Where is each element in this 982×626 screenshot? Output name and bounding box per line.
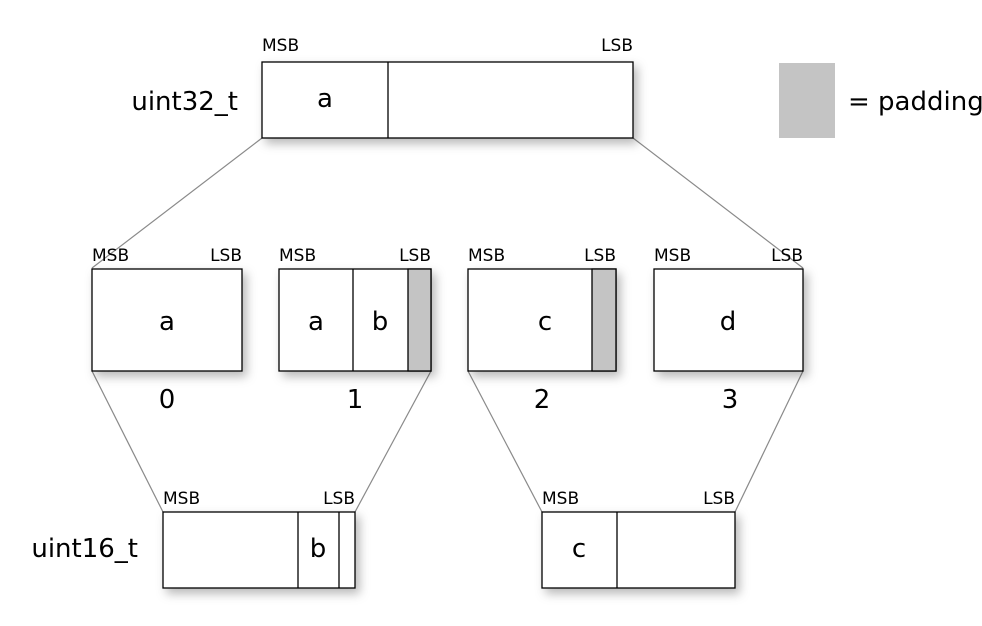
byte-3-index: 3 bbox=[722, 385, 739, 415]
uint16-left: uint16_t MSB LSB b bbox=[31, 489, 356, 589]
uint16-right-msb-label: MSB bbox=[542, 489, 579, 509]
connector-lines bbox=[91, 137, 804, 513]
uint16-left-field-b: b bbox=[310, 534, 327, 564]
byte-1-padding bbox=[407, 268, 432, 372]
byte-1-lsb-label: LSB bbox=[399, 246, 431, 266]
uint16-right-lsb-label: LSB bbox=[703, 489, 735, 509]
byte-2-field-c: c bbox=[538, 307, 552, 337]
uint16-left-lsb-label: LSB bbox=[323, 489, 355, 509]
uint32-type-label: uint32_t bbox=[131, 87, 238, 117]
byte-0: MSB LSB a 0 bbox=[91, 246, 243, 415]
uint32-msb-label: MSB bbox=[262, 36, 299, 56]
byte-2-msb-label: MSB bbox=[468, 246, 505, 266]
byte-0-box bbox=[91, 268, 243, 372]
uint16-type-label: uint16_t bbox=[31, 534, 138, 564]
byte-3-box bbox=[653, 268, 804, 372]
byte-3-lsb-label: LSB bbox=[771, 246, 803, 266]
uint16-left-box bbox=[162, 511, 356, 589]
byte-0-field-a: a bbox=[159, 307, 175, 337]
byte-1-index: 1 bbox=[347, 385, 364, 415]
uint32-box bbox=[261, 61, 634, 139]
byte-2-padding bbox=[591, 268, 617, 372]
uint16-left-msb-label: MSB bbox=[163, 489, 200, 509]
byte-3-msb-label: MSB bbox=[654, 246, 691, 266]
byte-0-msb-label: MSB bbox=[92, 246, 129, 266]
padding-swatch bbox=[779, 63, 835, 138]
byte-3-field-d: d bbox=[720, 307, 737, 337]
byte-1-field-b: b bbox=[372, 307, 389, 337]
byte-2: MSB LSB c 2 bbox=[467, 246, 617, 415]
uint32-field-a: a bbox=[317, 84, 333, 114]
padding-legend: = padding bbox=[779, 63, 982, 138]
uint16-right: MSB LSB c bbox=[541, 489, 736, 589]
uint32-lsb-label: LSB bbox=[601, 36, 633, 56]
byte-1-msb-label: MSB bbox=[279, 246, 316, 266]
byte-2-index: 2 bbox=[534, 385, 551, 415]
byte-0-lsb-label: LSB bbox=[210, 246, 242, 266]
byte-1: MSB LSB a b 1 bbox=[278, 246, 432, 415]
byte-2-lsb-label: LSB bbox=[584, 246, 616, 266]
byte-0-index: 0 bbox=[159, 385, 176, 415]
uint16-right-box bbox=[541, 511, 736, 589]
byte-3: MSB LSB d 3 bbox=[653, 246, 804, 415]
byte-1-field-a: a bbox=[308, 307, 324, 337]
padding-legend-label: = padding bbox=[848, 87, 982, 117]
uint16-right-field-c: c bbox=[572, 534, 586, 564]
uint32-row: uint32_t MSB LSB a bbox=[131, 36, 634, 139]
byte-1-box bbox=[278, 268, 432, 372]
